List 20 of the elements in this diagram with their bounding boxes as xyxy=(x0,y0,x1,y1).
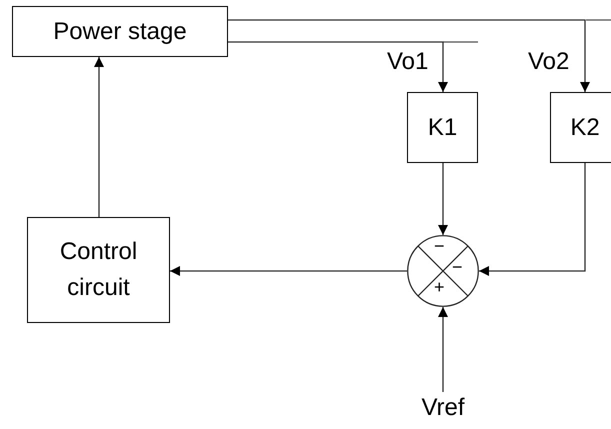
arrow xyxy=(228,41,448,92)
arrow xyxy=(438,163,448,235)
process-box xyxy=(407,92,478,163)
sign-label: − xyxy=(452,258,463,276)
arrow xyxy=(94,57,104,217)
node-label: Vref xyxy=(421,393,465,423)
arrow xyxy=(170,266,407,276)
process-box xyxy=(12,6,228,57)
sign-label: + xyxy=(434,278,445,296)
arrow xyxy=(228,19,590,92)
process-box xyxy=(27,217,170,323)
process-box xyxy=(550,92,611,163)
node-label: K2 xyxy=(570,112,600,142)
arrow xyxy=(479,163,586,276)
sign-label: − xyxy=(434,237,445,255)
node-label: Control circuit xyxy=(58,237,138,303)
summing-junction xyxy=(407,235,479,307)
arrow xyxy=(438,307,448,392)
node-label: K1 xyxy=(428,112,458,142)
node-label: Power stage xyxy=(53,16,187,46)
